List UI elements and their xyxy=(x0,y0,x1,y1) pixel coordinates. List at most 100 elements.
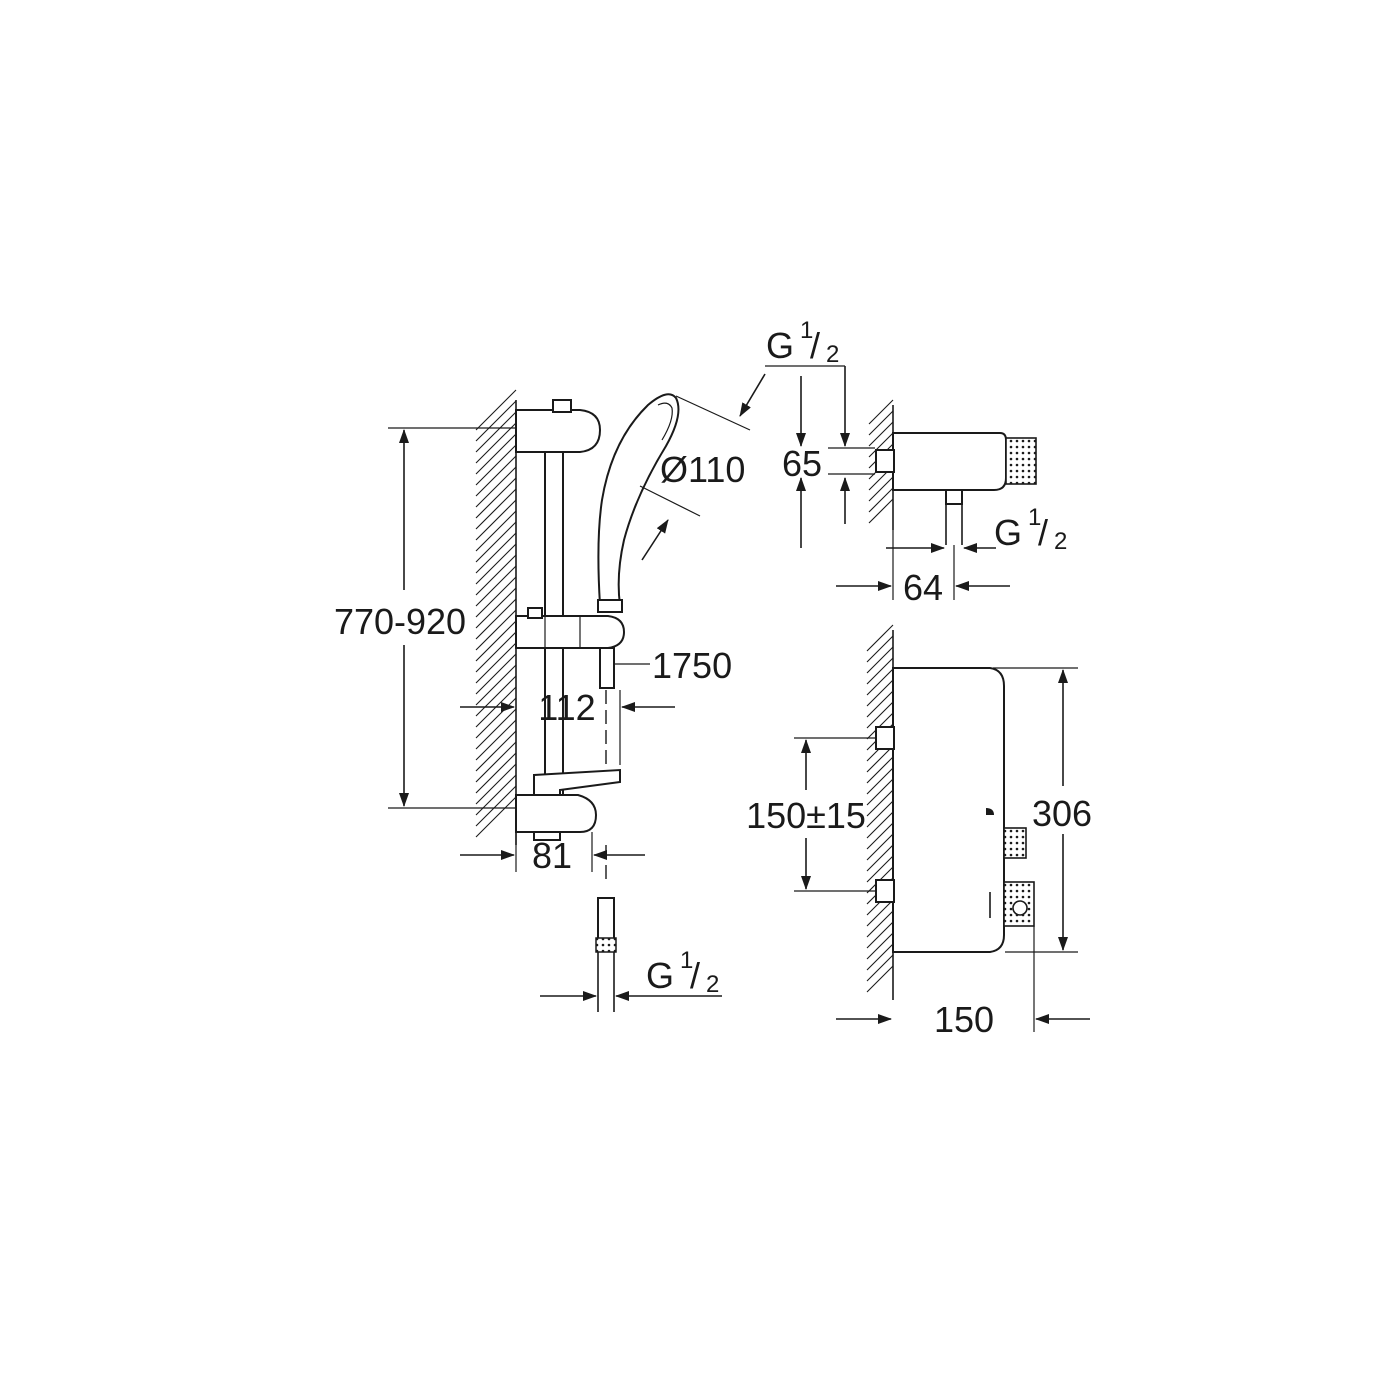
hatch-line xyxy=(868,432,894,458)
label-outlet-top-slash: / xyxy=(810,325,820,366)
hatch-line xyxy=(866,767,894,795)
hatch-line xyxy=(866,855,894,883)
hatch-line xyxy=(475,389,517,431)
hatch-line xyxy=(868,410,894,436)
hatch-line xyxy=(475,697,517,739)
label-rail-height: 770-920 xyxy=(334,601,466,642)
hatch-line xyxy=(475,664,517,706)
label-hose-thread-main: G xyxy=(646,955,674,996)
hatch-line xyxy=(475,587,517,629)
hatch-line xyxy=(475,466,517,508)
hatch-line xyxy=(475,488,517,530)
hatch-line xyxy=(868,421,894,447)
wall-hatch-left xyxy=(475,389,517,845)
dim-bracket-depth: 81 xyxy=(460,832,645,876)
hatch-line xyxy=(475,565,517,607)
slide-rail xyxy=(515,399,626,880)
dim-rail-height: 770-920 xyxy=(334,427,516,809)
hatch-line xyxy=(475,400,517,442)
hatch-line xyxy=(475,642,517,684)
hatch-line xyxy=(866,899,894,927)
hatch-line xyxy=(475,499,517,541)
hatch-line xyxy=(475,675,517,717)
dim-inlet-spacing: 150±15 xyxy=(746,737,876,892)
label-mixer-length: 306 xyxy=(1032,793,1092,834)
hatch-line xyxy=(475,433,517,475)
dim-diameter: Ø110 xyxy=(639,373,766,561)
mixer-side-view: 65 G 1 / 2 G 1 / 2 64 xyxy=(765,317,1067,608)
hatch-line xyxy=(866,657,894,685)
hatch-line xyxy=(866,932,894,960)
hatch-line xyxy=(475,554,517,596)
label-rail-projection: 112 xyxy=(538,687,595,728)
dim-outlet-offset: 64 xyxy=(836,530,1010,608)
label-hose-thread-den: 2 xyxy=(706,971,719,998)
label-outlet-top-num: 1 xyxy=(800,317,813,344)
hatch-line xyxy=(868,487,894,513)
hatch-line xyxy=(475,532,517,574)
dim-hose-thread: G 1 / 2 xyxy=(540,947,722,1001)
hatch-line xyxy=(866,822,894,850)
wall-hatch-bottom-right xyxy=(866,624,894,1000)
hatch-line xyxy=(866,910,894,938)
label-diameter: Ø110 xyxy=(660,449,745,490)
hatch-line xyxy=(475,510,517,552)
hatch-line xyxy=(866,679,894,707)
hatch-line xyxy=(475,653,517,695)
hose-end xyxy=(595,897,617,1012)
hand-shower xyxy=(597,393,680,613)
hatch-line xyxy=(475,719,517,761)
hatch-line xyxy=(475,763,517,805)
hatch-line xyxy=(475,609,517,651)
hatch-line xyxy=(866,811,894,839)
hatch-line xyxy=(475,576,517,618)
dim-hose-length: 1750 xyxy=(614,645,732,686)
hatch-line xyxy=(866,690,894,718)
rail-view: 770-920 Ø110 1750 112 81 xyxy=(334,373,766,1012)
wall-hatch-top-right xyxy=(868,399,894,530)
dim-rail-projection: 112 xyxy=(460,687,675,765)
hatch-line xyxy=(866,789,894,817)
dim-mixer-depth: 150 xyxy=(836,926,1090,1040)
hatch-line xyxy=(866,635,894,663)
hatch-line xyxy=(866,778,894,806)
hatch-line xyxy=(475,477,517,519)
hatch-line xyxy=(866,833,894,861)
label-outlet-side-slash: / xyxy=(1038,512,1048,553)
label-inlet-spacing: 150±15 xyxy=(746,795,866,836)
label-hose-thread-slash: / xyxy=(690,955,700,996)
hatch-line xyxy=(475,598,517,640)
label-outlet-top-den: 2 xyxy=(826,341,839,368)
label-outlet-top-main: G xyxy=(766,325,794,366)
mixer-top-view: 150±15 306 150 xyxy=(746,624,1092,1040)
label-hose-length: 1750 xyxy=(652,645,732,686)
hatch-line xyxy=(868,399,894,425)
dim-mixer-length: 306 xyxy=(993,667,1092,953)
label-outlet-side-num: 1 xyxy=(1028,504,1041,531)
label-hose-thread-num: 1 xyxy=(680,947,693,974)
hatch-line xyxy=(866,646,894,674)
hatch-line xyxy=(475,730,517,772)
label-outlet-side-den: 2 xyxy=(1054,528,1067,555)
hatch-line xyxy=(475,444,517,486)
hatch-line xyxy=(868,476,894,502)
hatch-line xyxy=(475,741,517,783)
hatch-line xyxy=(866,954,894,982)
hatch-line xyxy=(868,498,894,524)
hatch-line xyxy=(866,943,894,971)
hatch-line xyxy=(475,785,517,827)
dim-mixer-height: 65 xyxy=(782,376,875,548)
hatch-line xyxy=(475,631,517,673)
hatch-line xyxy=(475,422,517,464)
hatch-line xyxy=(475,752,517,794)
label-outlet-side-main: G xyxy=(994,512,1022,553)
hatch-line xyxy=(866,756,894,784)
label-bracket-depth: 81 xyxy=(532,835,572,876)
hatch-line xyxy=(866,921,894,949)
hatch-line xyxy=(866,745,894,773)
label-mixer-height: 65 xyxy=(782,443,822,484)
hatch-line xyxy=(475,620,517,662)
hatch-line xyxy=(475,455,517,497)
dim-outlet-thread-side: G 1 / 2 xyxy=(886,504,1067,555)
